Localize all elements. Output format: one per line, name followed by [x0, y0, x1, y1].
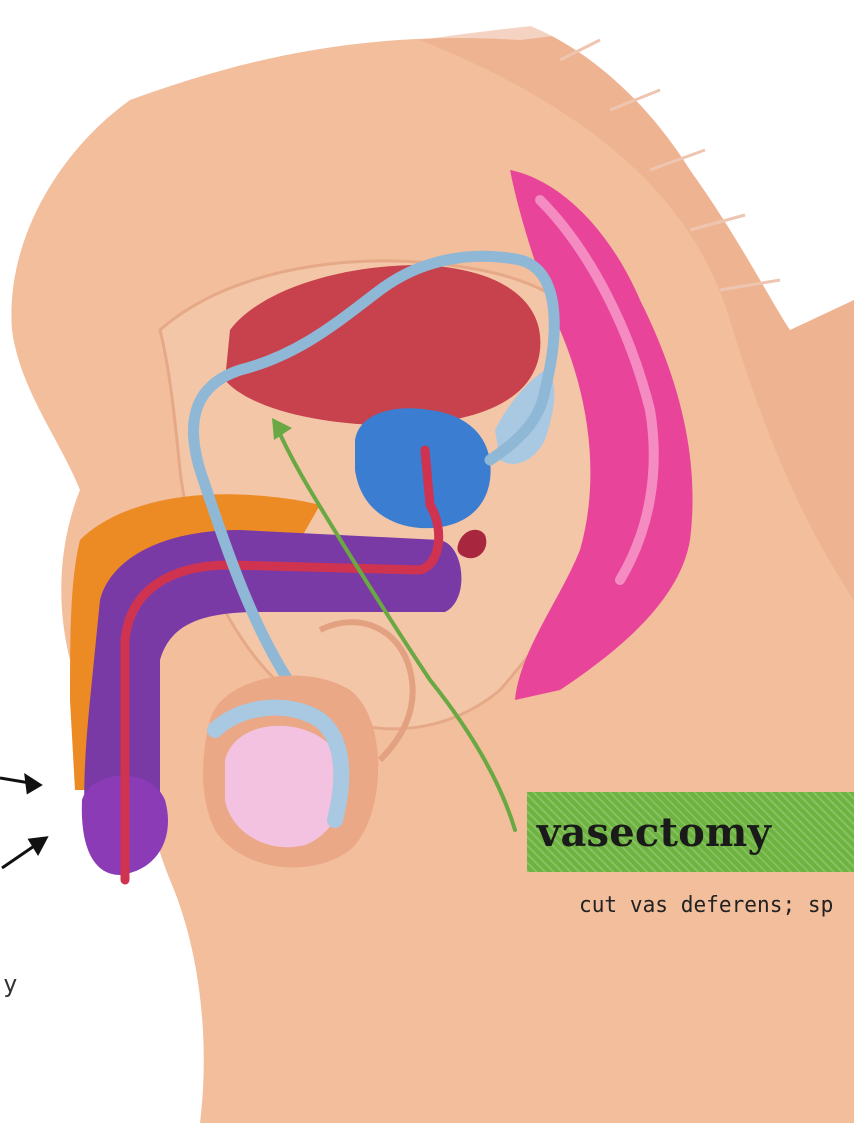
vasectomy-caption: cut vas deferens; sp: [579, 893, 843, 918]
black-left-arrow-lower: [2, 838, 46, 868]
black-left-arrow-upper: [0, 776, 40, 792]
clipped-left-text: y: [3, 970, 43, 998]
testis: [225, 726, 344, 848]
vasectomy-label: vasectomy: [537, 809, 771, 856]
vasectomy-callout-box: vasectomy: [527, 792, 854, 872]
